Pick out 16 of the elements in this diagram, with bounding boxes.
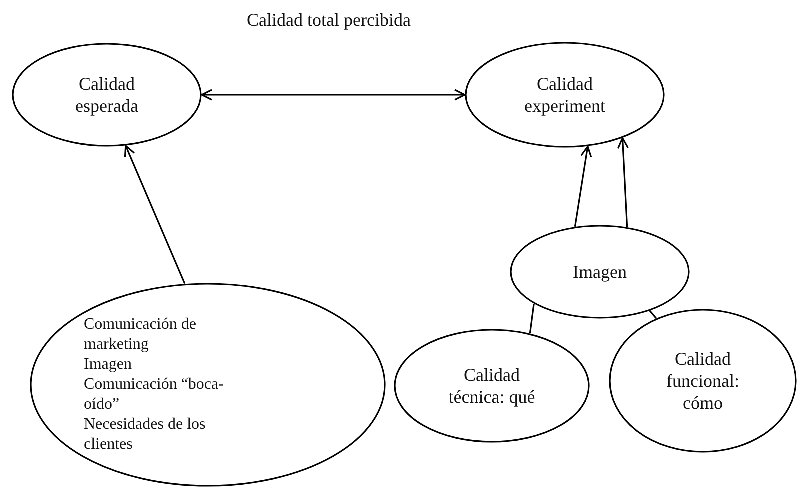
node-text: Comunicación “boca-oído” [84, 375, 225, 415]
node-text: Imagen [573, 261, 627, 283]
arrow [574, 146, 592, 227]
node-text: Comunicación de marketing [84, 315, 198, 355]
node-text: Imagen [84, 355, 132, 375]
arrow [617, 137, 630, 228]
node-text: Calidad técnica: qué [448, 364, 536, 408]
connector-line [649, 310, 657, 320]
diagram-title: Calidad total percibida [247, 10, 411, 31]
node-text: Necesidades de los clientes [84, 415, 207, 455]
arrow [124, 145, 186, 284]
node-text: Calidad experiment [524, 73, 606, 117]
arrow [201, 89, 466, 101]
node-text: Calidad esperada [74, 73, 140, 117]
node-text: Calidad funcional: cómo [666, 348, 740, 414]
connector-line [529, 304, 535, 334]
